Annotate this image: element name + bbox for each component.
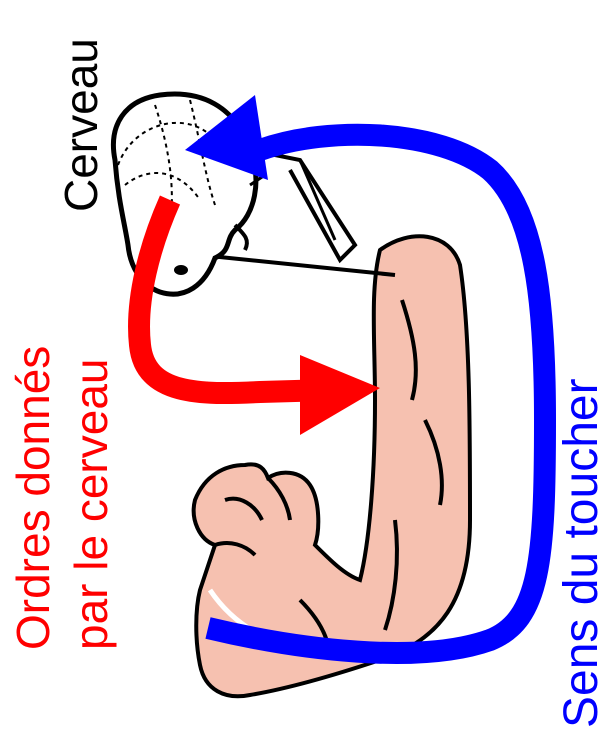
eye — [174, 265, 188, 275]
orders-label-line1: Ordres donnés — [10, 346, 56, 650]
brain-label: Cerveau — [58, 38, 104, 212]
orders-label-line2: par le cerveau — [68, 359, 114, 651]
mouth — [235, 225, 247, 250]
shoulder-line — [200, 255, 395, 275]
orders-arrow-head — [300, 355, 380, 435]
touch-label: Sens du toucher — [558, 378, 606, 728]
